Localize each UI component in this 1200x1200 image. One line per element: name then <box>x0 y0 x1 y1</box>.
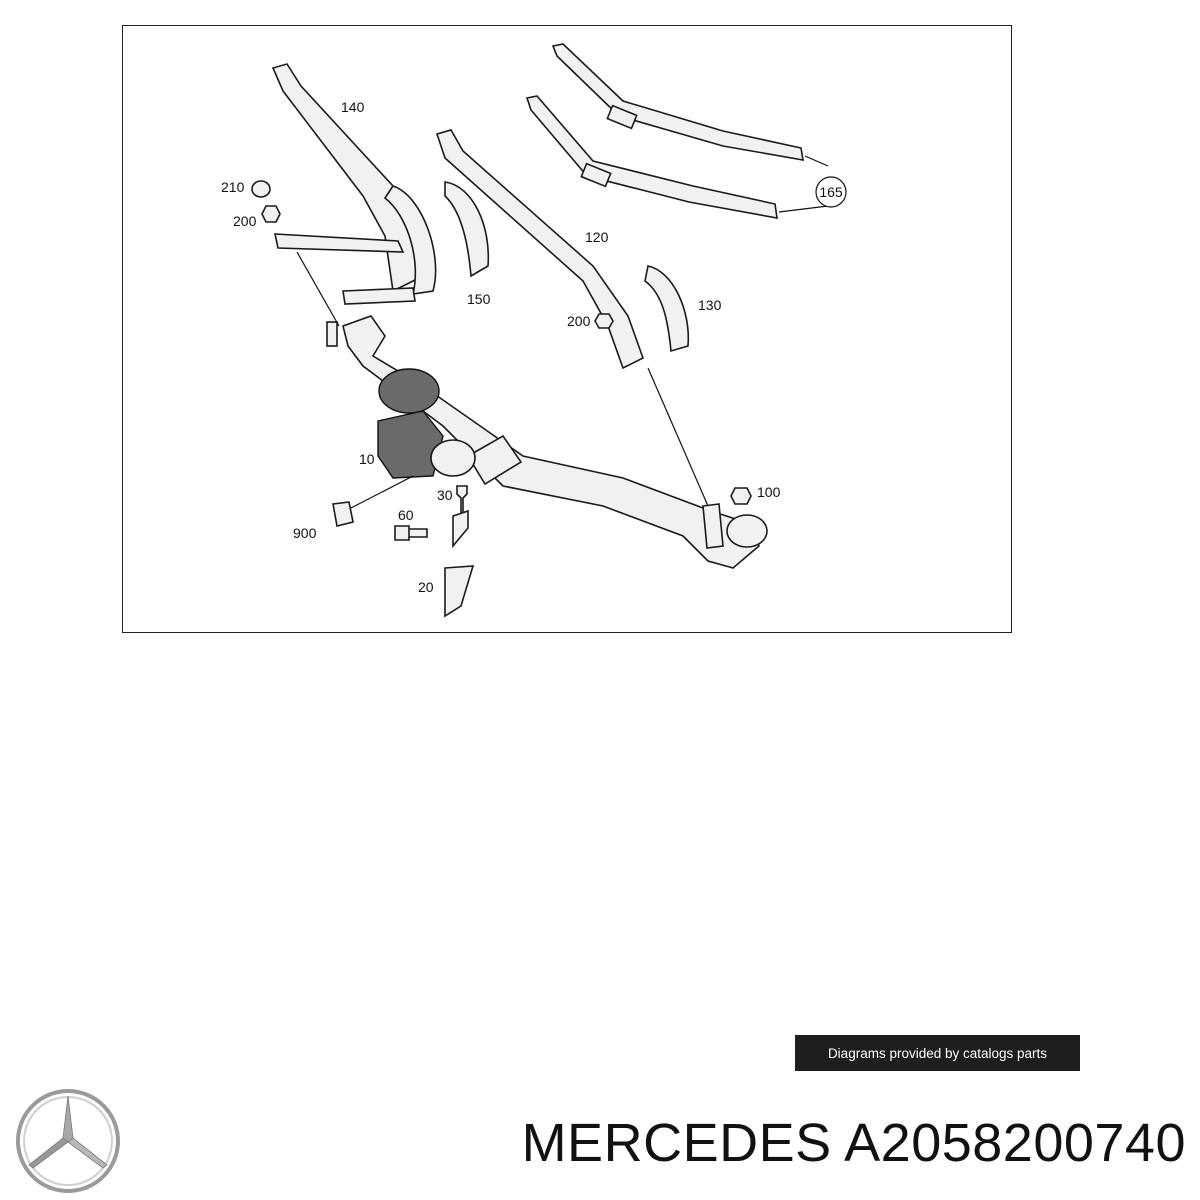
bolt-60 <box>394 525 428 541</box>
callout-140: 140 <box>341 99 365 115</box>
wiper-arm-right <box>435 129 644 370</box>
mercedes-star-icon <box>16 1089 120 1193</box>
nut-200-right <box>594 313 614 329</box>
callout-210: 210 <box>221 179 245 195</box>
wiper-motor <box>377 368 476 479</box>
callout-30: 30 <box>437 487 453 503</box>
bracket-upper <box>452 509 469 549</box>
part-title: MERCEDES A2058200740 <box>521 1113 1186 1173</box>
nut-200-left <box>261 205 281 223</box>
callout-10: 10 <box>359 451 375 467</box>
callout-130: 130 <box>698 297 722 313</box>
crank-link <box>273 233 405 253</box>
cap-210 <box>251 180 271 198</box>
callout-200-right: 200 <box>567 313 591 329</box>
wiper-linkage-frame <box>326 315 768 569</box>
wiper-blade-upper <box>551 43 804 161</box>
parts-diagram: 165 <box>122 25 1012 633</box>
callout-60: 60 <box>398 507 414 523</box>
callout-circle-165 <box>815 176 847 208</box>
wiper-arm-cover-150 <box>444 181 490 278</box>
callout-200-left: 200 <box>233 213 257 229</box>
bracket-20 <box>444 565 475 618</box>
wiper-arm-cover-130 <box>644 265 690 353</box>
callout-120: 120 <box>585 229 609 245</box>
wiper-arm-left <box>271 63 437 295</box>
linkage-rod <box>342 287 416 305</box>
nut-100 <box>730 487 752 505</box>
callout-900: 900 <box>293 525 317 541</box>
grommet-900 <box>332 501 354 527</box>
credit-badge: Diagrams provided by catalogs parts <box>795 1035 1080 1071</box>
wiper-blade-lower <box>525 95 778 219</box>
callout-165: 165 <box>819 184 843 200</box>
wiper-assembly-drawing: 165 <box>221 43 847 618</box>
callout-20: 20 <box>418 579 434 595</box>
callout-100: 100 <box>757 484 781 500</box>
callout-150: 150 <box>467 291 491 307</box>
